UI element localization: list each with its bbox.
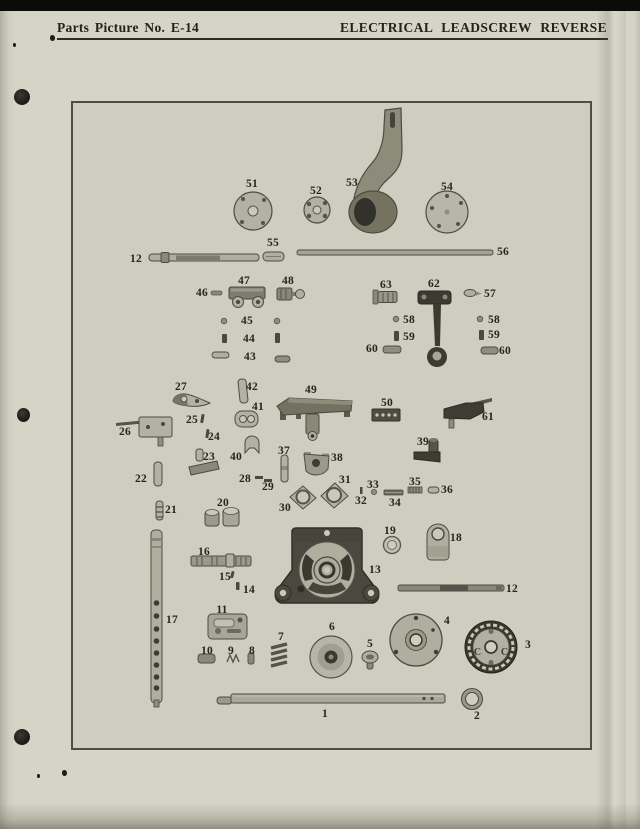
part-40-figure <box>244 435 260 455</box>
part-23-figure <box>188 448 220 476</box>
page-bottom-shadow <box>0 803 640 829</box>
part-54-figure <box>425 190 469 234</box>
part-31-figure <box>320 482 349 509</box>
part-4-figure <box>389 613 443 667</box>
binder-hole-top <box>14 89 30 105</box>
part-20-figure <box>204 507 240 527</box>
part-7-figure <box>270 642 288 668</box>
part-63-figure <box>372 289 398 305</box>
part-27-figure <box>172 393 212 407</box>
part-17-figure <box>150 529 163 708</box>
part-60-left-figure <box>382 345 402 354</box>
part-47-figure <box>228 286 266 308</box>
part-15-figure <box>230 571 235 579</box>
part-43-figure <box>211 351 291 363</box>
part-44-figure <box>222 333 280 343</box>
dial-letter-right: C <box>501 647 508 658</box>
part-18-figure <box>426 523 450 561</box>
part-58-right-figure <box>476 315 484 323</box>
part-50-figure <box>371 408 401 422</box>
ink-speck <box>62 770 67 776</box>
part-59-right-figure <box>479 330 484 340</box>
part-2-figure <box>460 687 484 711</box>
part-25-figure <box>200 414 205 424</box>
part-48-figure <box>276 287 305 301</box>
part-35-figure <box>407 486 423 494</box>
part-38-figure <box>303 452 330 476</box>
binder-hole-bottom <box>14 729 30 745</box>
part-16-figure <box>190 553 252 568</box>
part-51-figure <box>233 191 273 231</box>
ink-speck <box>13 43 16 47</box>
part-21-figure <box>155 500 164 521</box>
part-8-figure <box>247 652 255 665</box>
part-56-figure <box>296 249 494 256</box>
part-55-figure <box>262 251 285 262</box>
part-12-right-figure <box>397 584 505 592</box>
part-60-right-figure <box>480 346 499 355</box>
part-49-figure <box>276 397 353 441</box>
part-62-figure <box>417 290 452 367</box>
part-32-figure <box>360 487 363 494</box>
ink-speck <box>50 35 55 41</box>
header-rule <box>57 38 608 40</box>
part-1-figure <box>216 693 446 705</box>
part-59-left-figure <box>394 331 399 341</box>
part-33-figure <box>370 488 377 495</box>
part-19-figure <box>382 535 402 555</box>
part-6-figure <box>309 635 353 679</box>
part-36-figure <box>427 486 440 494</box>
part-9-figure <box>226 653 240 664</box>
part-58-left-figure <box>392 315 400 323</box>
dial-letter-left: C <box>474 647 481 658</box>
binder-hole-middle <box>17 408 30 422</box>
part-11-figure <box>207 613 248 640</box>
part-10-figure <box>197 653 216 664</box>
paper-crease <box>596 11 626 829</box>
part-37-figure <box>280 454 289 483</box>
part-53-figure <box>348 107 403 234</box>
part-3-figure: C C <box>464 620 518 674</box>
part-28-figure <box>255 476 272 482</box>
part-42-figure <box>237 378 249 404</box>
scan-edge-bar <box>0 0 640 11</box>
part-5-figure <box>361 650 379 670</box>
part-24-figure <box>205 429 210 439</box>
part-52-figure <box>303 196 331 224</box>
part-14-figure <box>236 582 240 590</box>
part-13-figure <box>274 527 380 604</box>
ink-speck <box>37 774 40 778</box>
part-46-figure <box>210 290 223 296</box>
part-30-figure <box>289 485 317 510</box>
part-12-left-figure <box>148 252 260 263</box>
page-title: Parts Picture No. E-14 <box>57 20 200 35</box>
section-title: ELECTRICAL LEADSCREW REVERSE <box>339 20 607 35</box>
part-26-figure <box>116 416 173 447</box>
part-45-figure <box>220 317 281 325</box>
part-41-figure <box>234 410 259 428</box>
part-22-figure <box>153 461 163 487</box>
part-34-figure <box>383 489 404 496</box>
part-57-figure <box>463 289 482 297</box>
part-61-figure <box>443 398 492 429</box>
part-39-figure <box>413 438 441 463</box>
